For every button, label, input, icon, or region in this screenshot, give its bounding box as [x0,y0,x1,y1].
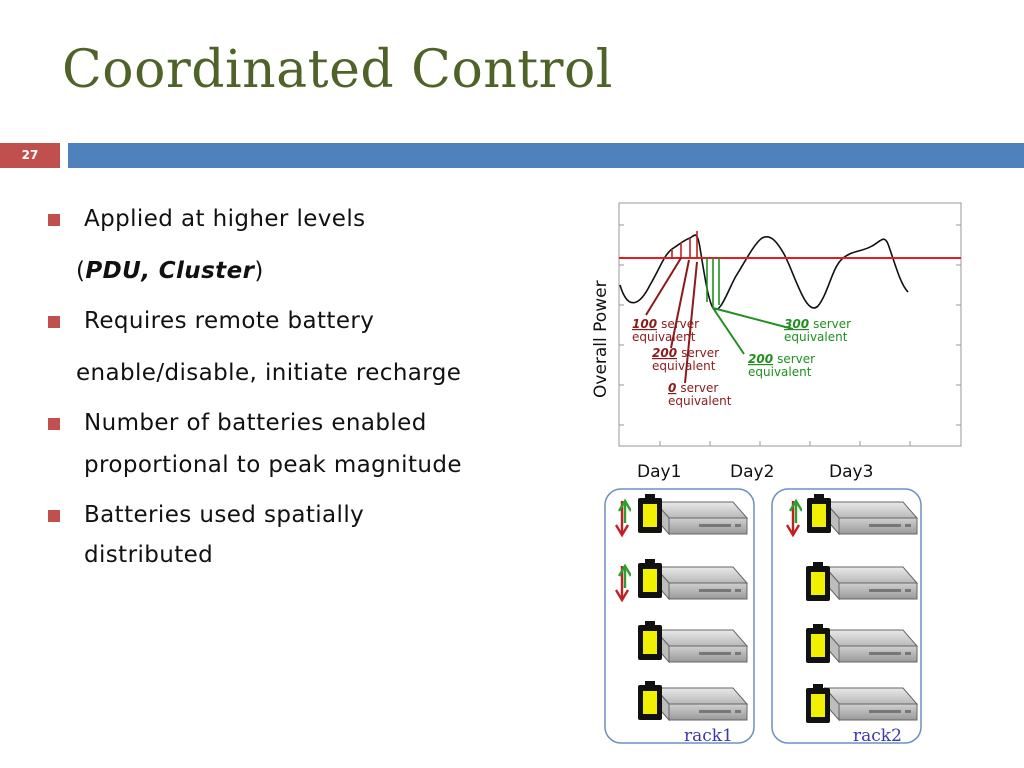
slide-number: 27 [21,148,39,162]
rack1-label: rack1 [684,726,733,746]
rack2-frame [771,488,922,744]
power-curve [619,234,909,311]
annotation-100: 100 server equivalent [632,317,699,344]
annotation-unit: server [813,317,851,331]
bullet-square-icon [48,510,60,522]
annotation-value: 0 [668,381,676,395]
server-icon [654,501,748,535]
server-icon [824,629,918,663]
pdu-cluster-text: PDU, Cluster [85,258,255,284]
battery-icon [807,494,831,533]
battery-icon [638,681,662,720]
server-icon [824,687,918,721]
y-axis-label: Overall Power [591,280,611,398]
annotation-unit: server [681,346,719,360]
bullet-text: Number of batteries enabled [84,410,427,436]
red-leader-lines [645,257,698,384]
annotation-value: 200 [652,346,677,360]
bullet-text: Requires remote battery [84,308,375,334]
slide-number-badge [0,143,60,168]
paren-open: ( [76,258,86,284]
peak-shave-lines [671,231,698,258]
annotation-line2: equivalent [784,330,848,344]
bullet-subline-pdu: (PDU, Cluster) [76,258,264,284]
annotation-0: 0 server equivalent [668,381,732,408]
rack2-label: rack2 [853,726,902,746]
bullet-subline-enabled: proportional to peak magnitude [84,452,462,478]
battery-icon [638,621,662,660]
day-label: Day1 [637,462,681,482]
server-icon [824,566,918,600]
annotation-line2: equivalent [668,394,732,408]
rack1-frame [604,488,755,744]
annotation-line2: equivalent [652,359,716,373]
bullet-square-icon [48,214,60,226]
battery-icon [638,559,662,598]
battery-icon [638,494,662,533]
server-icon [824,501,918,535]
battery-icon [806,624,830,663]
slide-title: Coordinated Control [62,40,613,100]
header-bar [68,143,1024,168]
bullet-subline-remote: enable/disable, initiate recharge [76,360,462,386]
annotation-value: 200 [748,352,773,366]
bullet-text: Batteries used spatially [84,502,365,528]
bullet-text: Applied at higher levels [84,206,366,232]
server-icon [654,566,748,600]
annotation-value: 100 [632,317,657,331]
bullet-subline-spatial: distributed [84,542,214,568]
annotation-line2: equivalent [748,365,812,379]
chart-ticks [619,224,961,446]
battery-icon [806,684,830,723]
green-leader-lines [712,307,794,355]
annotation-200-red: 200 server equivalent [652,346,719,373]
annotation-300: 300 server equivalent [784,317,851,344]
annotation-unit: server [777,352,815,366]
annotation-line2: equivalent [632,330,696,344]
annotation-unit: server [661,317,699,331]
paren-close: ) [254,258,264,284]
battery-icon [806,562,830,601]
annotation-value: 300 [784,317,809,331]
day-label: Day2 [730,462,774,482]
annotation-200-green: 200 server equivalent [748,352,815,379]
bullet-square-icon [48,418,60,430]
server-icon [654,629,748,663]
recharge-lines [706,258,720,308]
day-label: Day3 [829,462,873,482]
server-icon [654,687,748,721]
bullet-square-icon [48,316,60,328]
annotation-unit: server [680,381,718,395]
